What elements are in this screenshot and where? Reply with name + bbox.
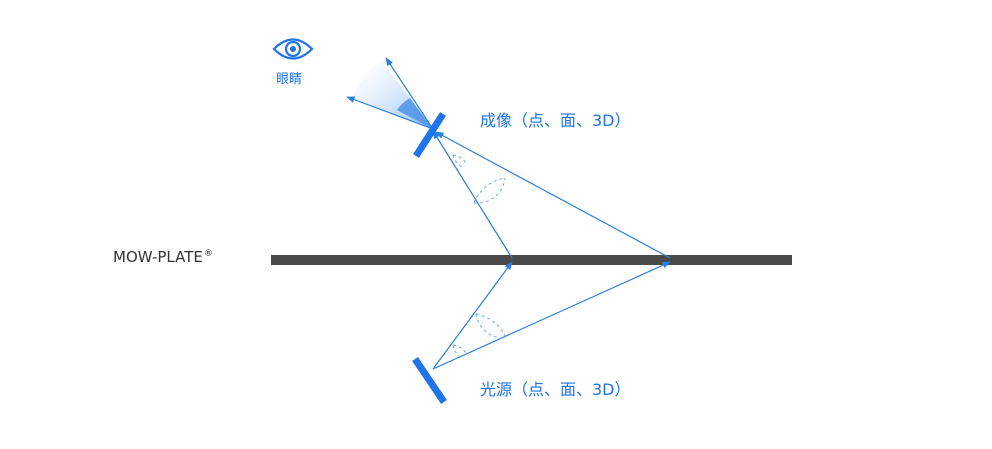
- angle-arc-lower-large: [475, 313, 507, 339]
- viewing-angle-arc: [397, 98, 433, 129]
- mow-plate-bar: [271, 255, 792, 265]
- ray-source-1: [432, 261, 513, 370]
- angle-arc-lower-small: [452, 344, 467, 359]
- ray-image-2: [435, 131, 671, 259]
- plate-registered-mark: ®: [203, 249, 213, 259]
- ray-eye-2: [346, 96, 434, 130]
- plate-label-text: MOW-PLATE: [113, 248, 203, 266]
- source-label: 光源（点、面、3D）: [480, 380, 631, 399]
- eye-icon: [272, 38, 314, 60]
- eye-label: 眼睛: [276, 72, 303, 87]
- angle-arc-upper-small: [452, 154, 467, 168]
- image-mirror: [413, 112, 446, 158]
- image-label: 成像（点、面、3D）: [480, 111, 631, 130]
- plate-label: MOW-PLATE®: [113, 250, 213, 265]
- ray-image-1: [432, 130, 513, 259]
- ray-eye-1: [385, 57, 434, 130]
- source-mirror: [412, 357, 447, 404]
- ray-source-2: [432, 261, 671, 370]
- angle-arc-upper-large: [473, 177, 506, 204]
